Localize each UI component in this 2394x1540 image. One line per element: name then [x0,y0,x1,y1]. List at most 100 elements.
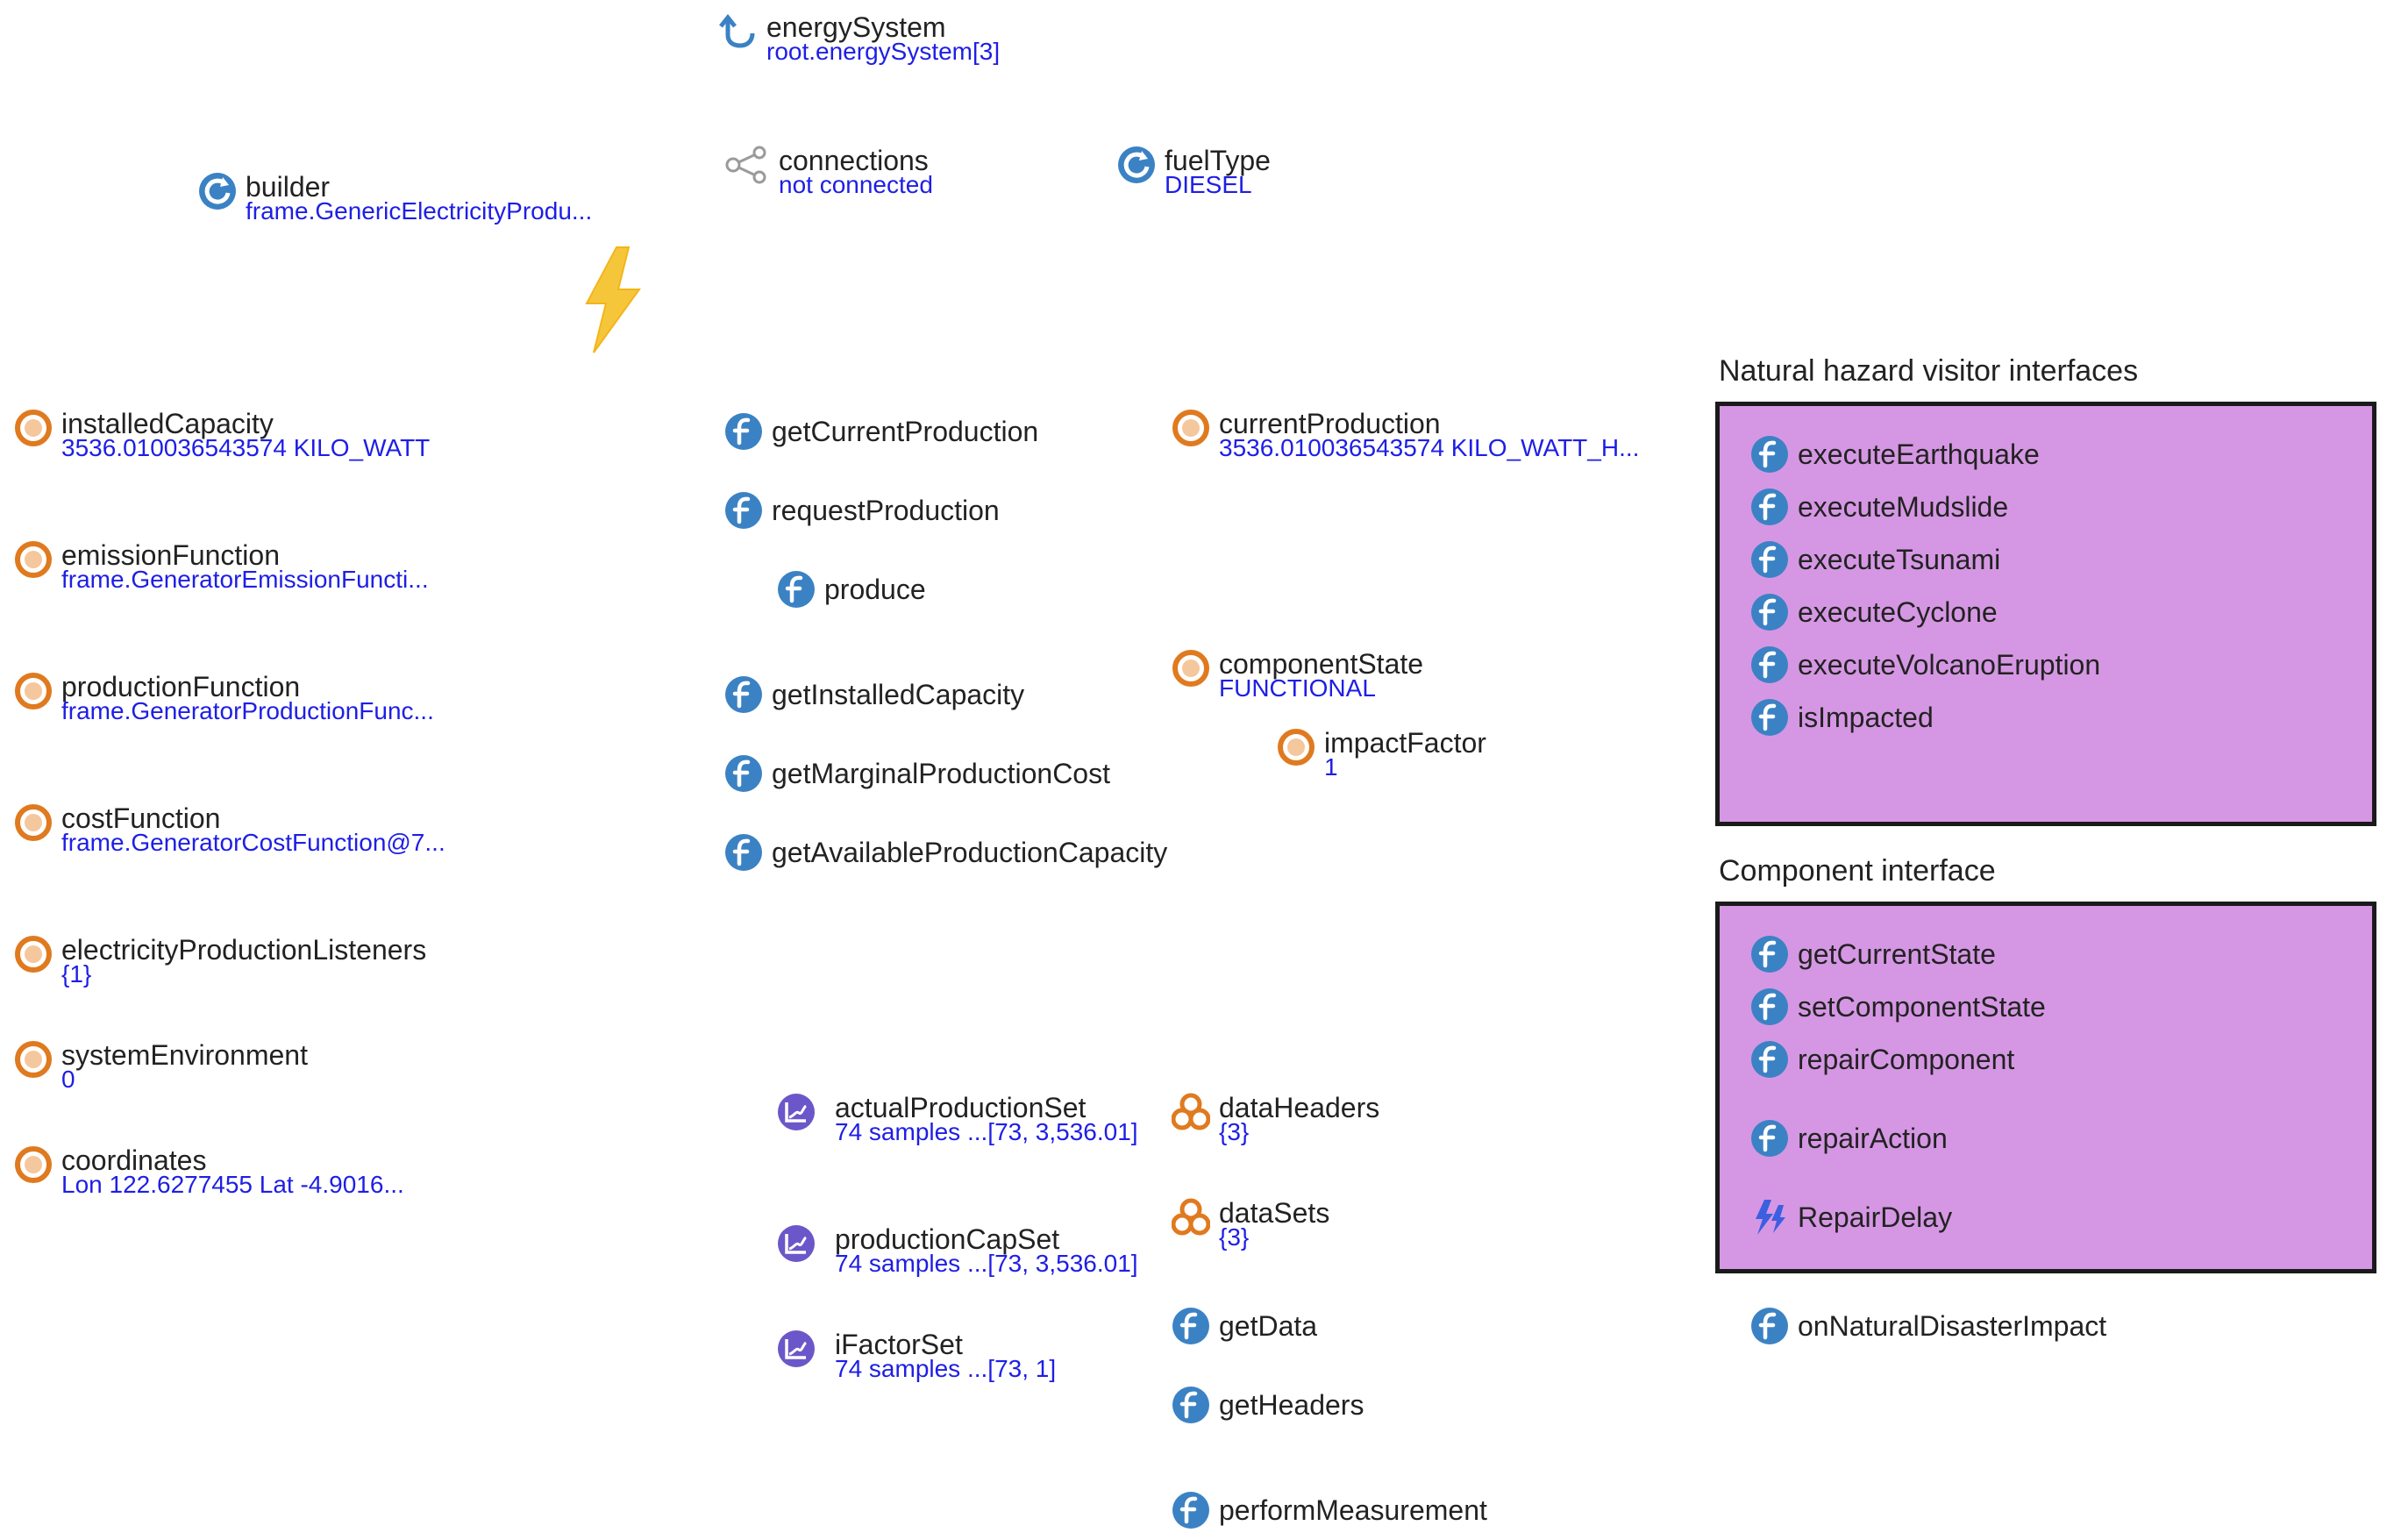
function-icon [1750,540,1789,579]
param-value: frame.GeneratorCostFunction@7... [61,829,445,856]
parameter-icon [14,803,53,842]
function-execute-volcano-eruption[interactable]: executeVolcanoEruption [1750,649,2100,684]
param-value: 1 [1324,753,1338,781]
function-get-data[interactable]: getData [1172,1310,1317,1345]
event-repair-delay[interactable]: RepairDelay [1750,1200,1953,1237]
collection-name: dataHeaders [1219,1092,1380,1123]
connections-element[interactable]: connections not connected [717,145,933,197]
function-name: getCurrentProduction [772,416,1039,447]
function-name: requestProduction [772,495,1000,526]
function-on-natural-disaster-impact[interactable]: onNaturalDisasterImpact [1750,1310,2106,1345]
collection-data-headers[interactable]: dataHeaders{3} [1172,1093,1379,1144]
parameter-icon [1277,728,1315,766]
param-name: productionFunction [61,671,301,702]
function-get-marginal-production-cost[interactable]: getMarginalProductionCost [724,758,1110,793]
function-execute-mudslide[interactable]: executeMudslide [1750,491,2008,526]
chart-icon [777,1224,816,1263]
function-name: performMeasurement [1219,1494,1487,1526]
function-get-current-production[interactable]: getCurrentProduction [724,416,1038,451]
dataset-value: 74 samples ...[73, 3,536.01] [835,1118,1138,1145]
energy-system-name: energySystem [766,11,946,43]
function-name: getData [1219,1310,1318,1342]
refresh-icon [198,172,237,210]
function-repair-action[interactable]: repairAction [1750,1123,1948,1158]
chart-icon [777,1093,816,1131]
collection-value: {3} [1219,1118,1250,1145]
param-value: FUNCTIONAL [1219,674,1376,702]
param-name: coordinates [61,1144,207,1176]
function-produce[interactable]: produce [777,574,926,609]
function-execute-tsunami[interactable]: executeTsunami [1750,544,2000,579]
parameter-icon [1172,649,1210,688]
collection-data-sets[interactable]: dataSets{3} [1172,1197,1330,1250]
function-name: produce [824,574,926,605]
param-value: 3536.010036543574 KILO_WATT_H... [1219,434,1640,461]
parameter-icon [14,540,53,579]
function-name: isImpacted [1798,702,1934,733]
function-get-installed-capacity[interactable]: getInstalledCapacity [724,679,1024,714]
builder-element[interactable]: builder frame.GenericElectricityProdu... [198,171,593,225]
function-repair-component[interactable]: repairComponent [1750,1044,2014,1079]
param-value: frame.GeneratorEmissionFuncti... [61,566,429,593]
function-icon [1750,935,1789,973]
builder-value: frame.GenericElectricityProdu... [246,197,593,225]
function-execute-earthquake[interactable]: executeEarthquake [1750,438,2040,474]
function-icon [1750,593,1789,631]
function-get-current-state[interactable]: getCurrentState [1750,938,1996,973]
function-name: getInstalledCapacity [772,679,1025,710]
param-name: electricityProductionListeners [61,934,427,966]
function-name: executeEarthquake [1798,438,2040,470]
function-name: executeCyclone [1798,596,1998,628]
function-perform-measurement[interactable]: performMeasurement [1172,1494,1487,1529]
parameter-icon [14,1145,53,1184]
function-name: executeMudslide [1798,491,2009,523]
connections-name: connections [779,145,929,176]
chart-icon [777,1330,816,1368]
function-icon [724,833,763,872]
dataset-value: 74 samples ...[73, 1] [835,1355,1057,1382]
parameter-icon [14,409,53,447]
function-icon [724,675,763,714]
event-name: RepairDelay [1798,1201,1953,1233]
function-icon [1750,1040,1789,1079]
function-execute-cyclone[interactable]: executeCyclone [1750,596,1998,631]
param-electricity-production-listeners[interactable]: electricityProductionListeners{1} [14,934,427,987]
function-icon [724,491,763,530]
function-is-impacted[interactable]: isImpacted [1750,702,1934,737]
lightning-bolt-icon [585,246,641,353]
builder-name: builder [246,171,331,203]
fuel-type-value: DIESEL [1165,171,1252,198]
function-set-component-state[interactable]: setComponentState [1750,991,2046,1026]
function-get-headers[interactable]: getHeaders [1172,1389,1364,1424]
param-name: installedCapacity [61,408,274,439]
param-name: emissionFunction [61,539,280,571]
collection-name: dataSets [1219,1197,1330,1229]
function-name: getMarginalProductionCost [772,758,1110,789]
fuel-type-param[interactable]: fuelType DIESEL [1117,146,1271,198]
function-icon [1750,698,1789,737]
param-value: 3536.010036543574 KILO_WATT [61,434,431,461]
function-request-production[interactable]: requestProduction [724,495,1000,530]
function-name: getAvailableProductionCapacity [772,837,1168,868]
param-name: impactFactor [1324,727,1486,759]
collection-icon [1172,1093,1210,1131]
component-interface-box [1715,902,2376,1273]
energy-system-link[interactable]: energySystem root.energySystem[3] [719,11,1000,64]
dataset-value: 74 samples ...[73, 3,536.01] [835,1250,1138,1277]
function-get-available-production-capacity[interactable]: getAvailableProductionCapacity [724,837,1167,872]
function-icon [1750,1307,1789,1345]
natural-hazard-box [1715,402,2376,826]
refresh-icon [1117,146,1156,184]
